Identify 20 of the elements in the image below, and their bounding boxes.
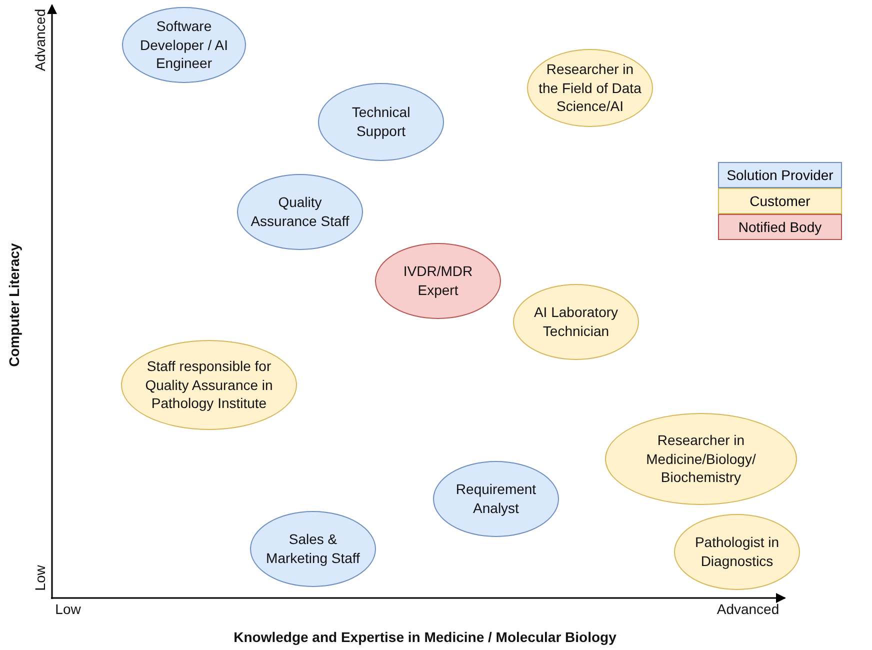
axis-tick-label: Advanced xyxy=(716,601,780,617)
role-label: Researcher in the Field of Data Science/AI xyxy=(538,60,642,116)
role-label: Sales & Marketing Staff xyxy=(265,530,361,568)
role-label: Pathologist in Diagnostics xyxy=(694,533,780,571)
axis-title: Computer Literacy xyxy=(6,243,22,367)
legend-label: Customer xyxy=(750,193,810,209)
role-label: Software Developer / AI Engineer xyxy=(139,16,229,74)
axis-tick-label: Low xyxy=(55,601,81,617)
role-label: AI Laboratory Technician xyxy=(532,303,620,341)
axis-tick-label: Advanced xyxy=(32,8,48,72)
legend-label: Notified Body xyxy=(738,219,822,235)
role-label: Researcher in Medicine/Biology/ Biochemistry xyxy=(645,430,757,488)
axis-tick-label: Low xyxy=(32,565,48,591)
legend-label: Solution Provider xyxy=(726,167,834,183)
role-label: Staff responsible for Quality Assurance in Pathology Institute xyxy=(144,356,274,414)
role-label: Technical Support xyxy=(350,103,412,141)
role-label: IVDR/MDR Expert xyxy=(402,262,474,300)
role-label: Quality Assurance Staff xyxy=(250,193,350,231)
role-label: Requirement Analyst xyxy=(454,480,538,518)
axis-title: Knowledge and Expertise in Medicine / Molecular Biology xyxy=(234,629,616,645)
